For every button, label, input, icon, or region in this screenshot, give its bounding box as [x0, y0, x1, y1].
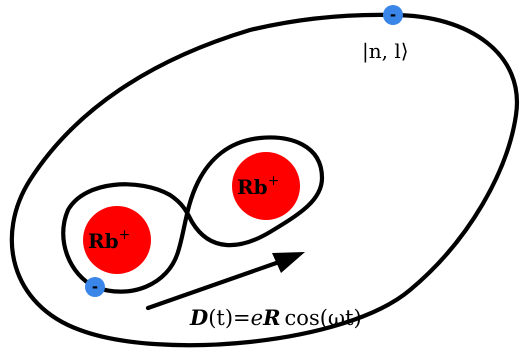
- ion-left-label: Rb+: [88, 227, 130, 253]
- electron-top-sign: -: [390, 6, 396, 24]
- ion-right-core: [232, 152, 300, 220]
- rubidium-ion-left: Rb+: [83, 206, 151, 274]
- dipole-arrow-head: [272, 252, 305, 273]
- electron-bottom-dot: [85, 277, 105, 297]
- dipole-arrow: [145, 252, 305, 311]
- dipole-arrow-shaft: [145, 258, 285, 311]
- figure-eight-orbit: [61, 135, 325, 294]
- ion-right-label: Rb+: [237, 173, 279, 199]
- outer-rydberg-orbit: [9, 12, 520, 348]
- electron-bottom-sign: -: [92, 278, 98, 296]
- quantum-state-label: |n, l⟩: [362, 39, 409, 64]
- ion-left-core: [83, 206, 151, 274]
- rubidium-ion-right: Rb+: [232, 152, 300, 220]
- electron-top: -: [383, 5, 403, 25]
- electron-top-dot: [383, 5, 403, 25]
- electron-bottom: -: [85, 277, 105, 297]
